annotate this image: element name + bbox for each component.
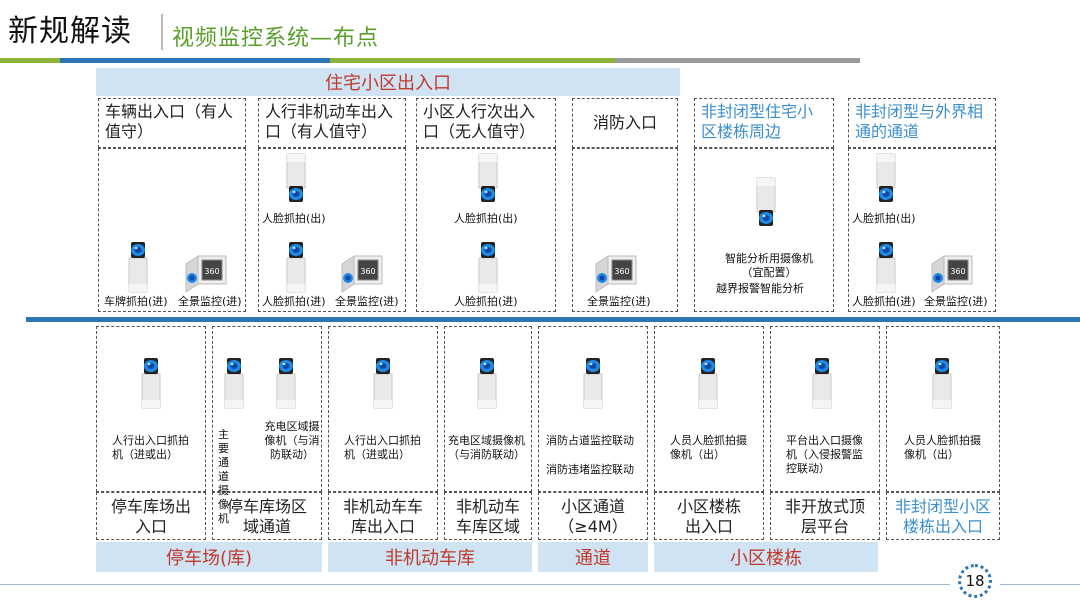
label-face-capture-out: 人员人脸抓拍摄像机（出） [670,434,747,461]
label-pedestrian-capture: 人行出入口抓拍机（进或出） [344,434,421,461]
cell-bike-entrance [328,326,438,492]
header-vehicle-entrance: 车辆出入口（有人值守） [98,98,246,148]
footer-bike-area: 非机动车车库区域 [444,492,532,540]
bullet-camera-icon [876,242,896,293]
panoramic-camera-icon: 360 [185,255,227,293]
bullet-camera-icon [932,358,952,409]
banner-residential-entrance: 住宅小区出入口 [96,68,680,96]
cell-pedestrian-entrance [258,148,406,312]
bullet-camera-icon [276,358,296,409]
header-secondary-entrance: 小区人行次出入口（无人值守） [416,98,556,148]
label-panorama: 全景监控(进) [335,295,399,308]
footer-passage: 小区通道（≥4M） [538,492,648,540]
label-main-passage-camera: 主要通道摄像机 [218,428,229,525]
footer-building-entrance: 小区楼栋出入口 [654,492,764,540]
bullet-camera-icon [141,358,161,409]
panoramic-camera-icon: 360 [341,255,383,293]
label-panorama: 全景监控(进) [178,295,242,308]
label-smart-alarm: 越界报警智能分析 [716,282,804,295]
header-fire-entrance: 消防入口 [572,98,678,148]
label-charging-camera: 充电区域摄像机（与消防联动） [448,434,525,461]
cell-building-entrance [654,326,764,492]
cell-open-building-entrance [886,326,1000,492]
label-rooftop-camera: 平台出入口摄像机（入侵报警监控联动） [786,434,863,475]
page-title: 新规解读 [8,14,132,49]
label-panorama: 全景监控(进) [587,295,651,308]
label-face-out: 人脸抓拍(出) [852,212,916,225]
cell-open-building [694,148,834,312]
bullet-camera-icon [583,358,603,409]
bullet-camera-icon [286,242,306,293]
bullet-camera-icon [756,177,776,226]
bullet-camera-icon [128,242,148,293]
banner-bike-garage: 非机动车库 [328,542,532,572]
cell-rooftop [770,326,880,492]
svg-text:360: 360 [204,267,219,276]
bullet-camera-icon [698,358,718,409]
page-number: 18 [958,564,992,598]
label-smart-camera: 智能分析用摄像机（宜配置） [725,252,813,279]
cell-bike-area [444,326,532,492]
label-fire-block-monitor: 消防违堵监控联动 [546,463,634,476]
label-pedestrian-capture: 人行出入口抓拍机（进或出） [112,434,189,461]
svg-text:360: 360 [360,267,375,276]
footer-open-building-entrance: 非封闭型小区楼栋出入口 [886,492,1000,540]
cell-parking-entrance [96,326,206,492]
title-separator [161,14,163,50]
bullet-camera-icon [373,358,393,409]
bullet-camera-icon [478,242,498,293]
cell-passage [538,326,648,492]
footer-line [0,584,950,585]
banner-parking: 停车场(库) [96,542,322,572]
bullet-camera-icon [812,358,832,409]
label-face-capture-out: 人员人脸抓拍摄像机（出） [904,434,981,461]
banner-passage: 通道 [538,542,648,572]
bullet-camera-icon [876,153,896,202]
footer-rooftop: 非开放式顶层平台 [770,492,880,540]
bullet-camera-icon [478,153,498,202]
footer-bike-entrance: 非机动车车库出入口 [328,492,438,540]
cell-secondary-entrance [416,148,556,312]
cell-fire-entrance [572,148,678,312]
bullet-camera-icon [286,153,306,202]
label-car-plate: 车牌抓拍(进) [104,295,168,308]
header-open-building: 非封闭型住宅小区楼栋周边 [694,98,834,148]
footer-parking-entrance: 停车库场出入口 [96,492,206,540]
banner-building: 小区楼栋 [654,542,878,572]
bullet-camera-icon [224,358,244,409]
svg-text:360: 360 [614,267,629,276]
header-pedestrian-entrance: 人行非机动车出入口（有人值守） [258,98,406,148]
header-open-passage: 非封闭型与外界相通的通道 [848,98,996,148]
page-subtitle: 视频监控系统—布点 [172,26,380,51]
cell-parking-passage [212,326,322,492]
cell-vehicle-entrance [98,148,246,312]
panoramic-camera-icon: 360 [595,255,637,293]
panoramic-camera-icon: 360 [931,255,973,293]
header-underline [0,58,860,63]
bullet-camera-icon [477,358,497,409]
svg-text:360: 360 [950,267,965,276]
label-face-in: 人脸抓拍(进) [852,295,916,308]
label-face-in: 人脸抓拍(进) [262,295,326,308]
footer-parking-passage: 停车库场区域通道 [212,492,322,540]
label-face-in: 人脸抓拍(进) [454,295,518,308]
label-face-out: 人脸抓拍(出) [454,212,518,225]
cell-open-passage [848,148,996,312]
label-face-out: 人脸抓拍(出) [262,212,326,225]
label-fire-lane-monitor: 消防占道监控联动 [546,434,634,447]
label-charging-camera: 充电区域摄像机（与消防联动） [264,420,320,461]
section-divider [26,317,1080,322]
footer-line [1000,584,1080,585]
label-panorama: 全景监控(进) [924,295,988,308]
